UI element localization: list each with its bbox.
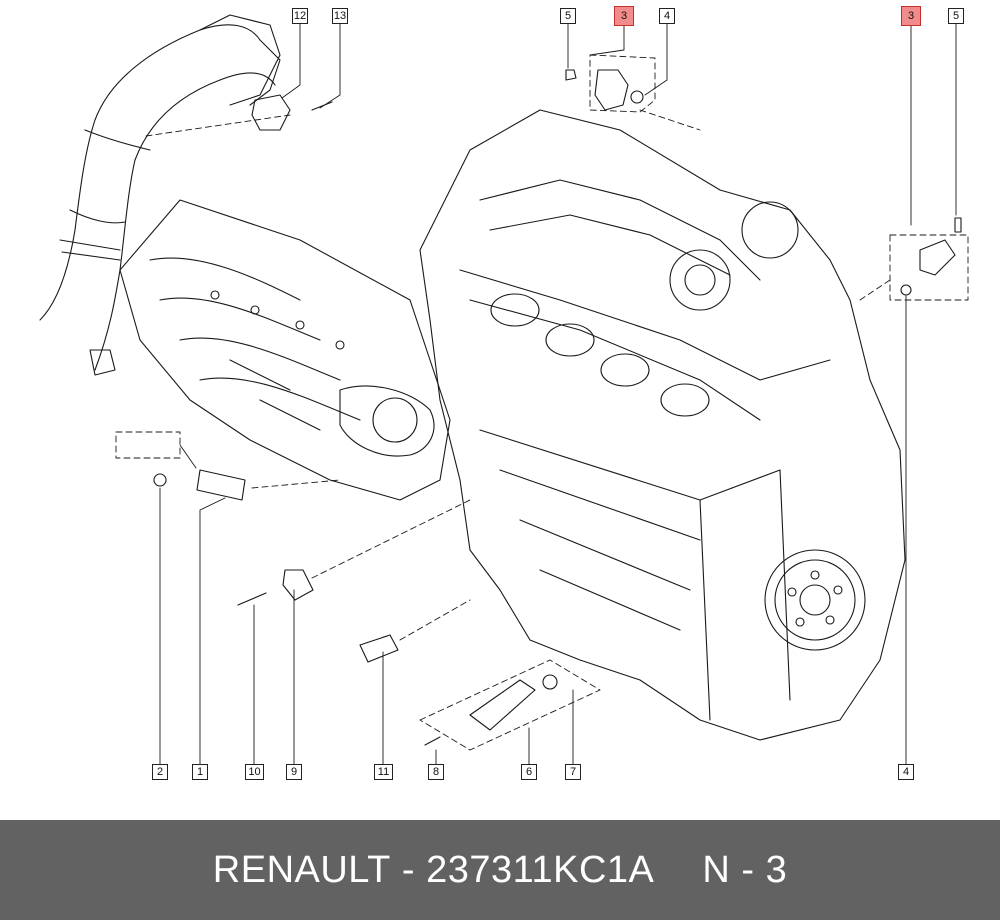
callout-2: 2 <box>152 764 168 780</box>
intake-pipe <box>39 14 281 376</box>
part-number: 237311KC1A <box>426 848 655 891</box>
callout-3-top-highlighted: 3 <box>614 6 634 26</box>
callout-6: 6 <box>521 764 537 780</box>
brand-name: RENAULT <box>212 848 391 891</box>
callout-10: 10 <box>245 764 264 780</box>
leader-lines <box>159 23 957 765</box>
callout-13: 13 <box>332 8 348 24</box>
callout-5-right: 5 <box>948 8 964 24</box>
flywheel <box>764 549 866 651</box>
part-footer-bar: RENAULT - 237311KC1A N - 3 <box>0 820 1000 920</box>
engine-sensor-diagram: 12 13 5 3 4 3 5 2 1 10 9 11 8 6 7 4 <box>39 6 969 780</box>
callout-11: 11 <box>374 764 393 780</box>
callout-5-top: 5 <box>560 8 576 24</box>
dashed-groups <box>115 54 969 751</box>
callout-4-top: 4 <box>659 8 675 24</box>
callout-7: 7 <box>565 764 581 780</box>
callout-12: 12 <box>292 8 308 24</box>
footer-dash: - <box>401 848 416 891</box>
sensor-parts <box>153 69 962 746</box>
callout-4-bottom: 4 <box>898 764 914 780</box>
callout-3-right-highlighted: 3 <box>901 6 921 26</box>
callout-1: 1 <box>192 764 208 780</box>
callout-8: 8 <box>428 764 444 780</box>
engine-block <box>419 109 906 741</box>
engine-line-drawing <box>39 14 969 765</box>
intake-manifold <box>119 199 451 501</box>
callout-9: 9 <box>286 764 302 780</box>
position-label: N - 3 <box>702 848 788 891</box>
